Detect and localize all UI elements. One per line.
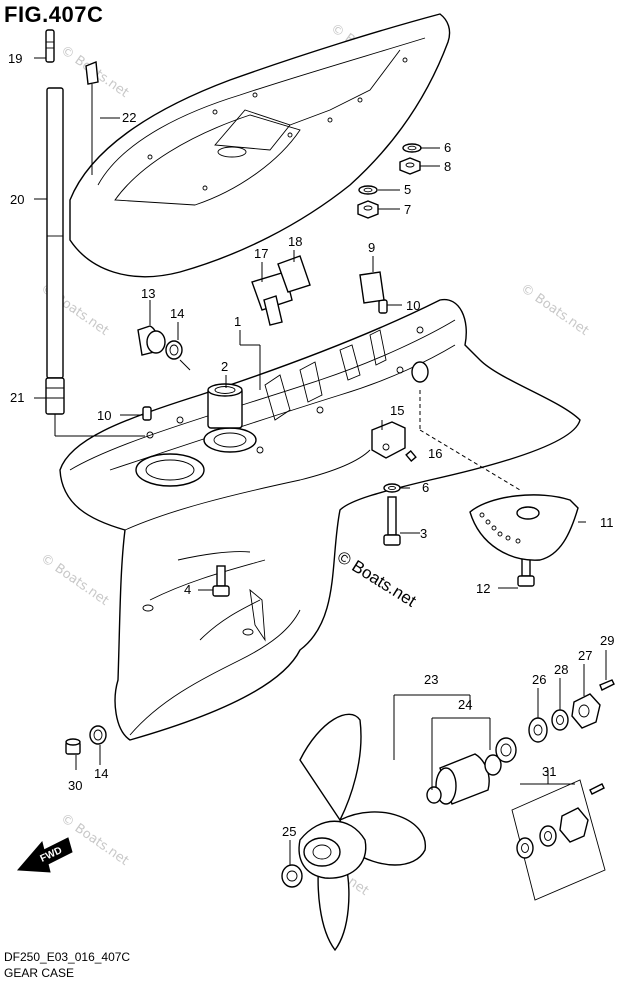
callout-23: 23 — [424, 672, 438, 687]
part-25-spacer — [281, 864, 303, 888]
boats-net-watermark: © Boats.net — [334, 547, 420, 610]
callout-14-lower: 14 — [94, 766, 108, 781]
callout-4: 4 — [184, 582, 191, 597]
gear-case-body — [59, 298, 581, 741]
callout-22: 22 — [122, 110, 136, 125]
diagram-code: DF250_E03_016_407C — [4, 950, 131, 964]
part-9-seal — [359, 271, 385, 304]
part-14-gasket-lower — [89, 725, 107, 745]
forward-arrow-icon: FWD — [16, 837, 73, 873]
part-24-bushing — [426, 737, 517, 805]
part-31-kit — [511, 779, 606, 901]
part-27-nut — [571, 693, 601, 729]
part-22-clip — [85, 61, 99, 175]
callout-3: 3 — [420, 526, 427, 541]
part-20-shift-rod — [45, 29, 65, 415]
callout-5: 5 — [404, 182, 411, 197]
part-10-dowel-pin-left — [142, 406, 152, 421]
part-28-washer — [551, 709, 569, 731]
callout-labels: 19 22 20 21 6 8 5 7 9 10 17 18 13 14 1 2… — [8, 51, 614, 839]
part-3-bolt — [383, 496, 401, 546]
part-12-bolt — [517, 557, 535, 587]
callout-2: 2 — [221, 359, 228, 374]
callout-19: 19 — [8, 51, 22, 66]
callout-26: 26 — [532, 672, 546, 687]
part-6-washer-lower — [383, 483, 401, 493]
callout-16: 16 — [428, 446, 442, 461]
part-10-dowel-pin-right — [378, 299, 388, 314]
callout-25: 25 — [282, 824, 296, 839]
callout-12: 12 — [476, 581, 490, 596]
callout-28: 28 — [554, 662, 568, 677]
callout-10-right: 10 — [406, 298, 420, 313]
callout-9: 9 — [368, 240, 375, 255]
part-7-nut — [357, 200, 379, 219]
callout-27: 27 — [578, 648, 592, 663]
callout-7: 7 — [404, 202, 411, 217]
callout-24: 24 — [458, 697, 472, 712]
callout-6-upper: 6 — [444, 140, 451, 155]
part-14-gasket-upper — [165, 340, 183, 360]
callout-13: 13 — [141, 286, 155, 301]
callout-6-lower: 6 — [422, 480, 429, 495]
part-6-washer-upper — [402, 143, 422, 153]
part-29-cotter-pin — [599, 679, 615, 691]
part-8-nut — [399, 157, 421, 175]
part-13-plug — [137, 325, 166, 356]
part-22-upper-cover — [69, 13, 451, 278]
callout-15: 15 — [390, 403, 404, 418]
callout-29: 29 — [600, 633, 614, 648]
callout-21: 21 — [10, 390, 24, 405]
callout-31: 31 — [542, 764, 556, 779]
part-4-bolt — [212, 565, 230, 597]
callout-11: 11 — [600, 515, 614, 530]
callout-30: 30 — [68, 778, 82, 793]
part-15-bracket — [371, 421, 406, 459]
part-18-seal — [277, 255, 311, 293]
watermark-text: © Boats.net — [518, 281, 592, 339]
callout-10-left: 10 — [97, 408, 111, 423]
part-11-trim-tab — [469, 494, 579, 561]
part-30-plug — [65, 738, 81, 755]
part-16-bolt — [405, 450, 417, 462]
figure-title: FIG.407C — [4, 2, 104, 27]
callout-14-upper: 14 — [170, 306, 184, 321]
callout-20: 20 — [10, 192, 24, 207]
diagram-name: GEAR CASE — [4, 966, 75, 980]
part-23-propeller — [298, 713, 426, 952]
callout-18: 18 — [288, 234, 302, 249]
part-5-washer — [358, 185, 378, 195]
leader-lines — [34, 57, 607, 866]
watermark-text: © Boats.net — [38, 551, 112, 609]
callout-17: 17 — [254, 246, 268, 261]
callout-1: 1 — [234, 314, 241, 329]
part-26-washer — [528, 717, 548, 743]
callout-8: 8 — [444, 159, 451, 174]
